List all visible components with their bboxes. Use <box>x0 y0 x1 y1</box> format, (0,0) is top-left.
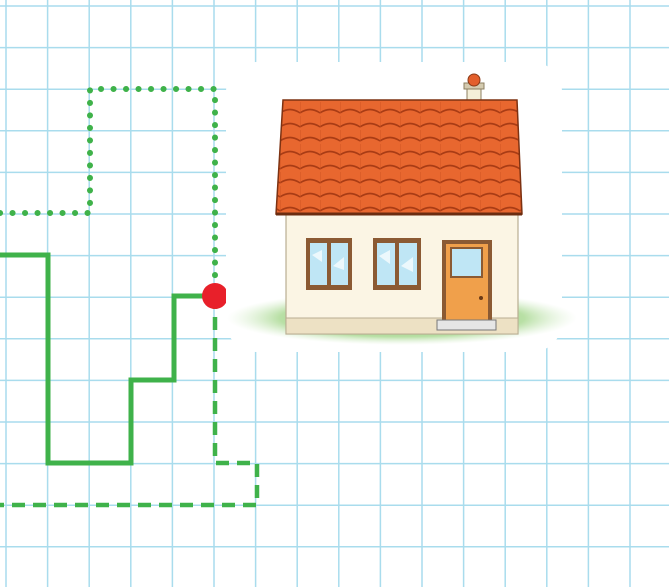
window-middle <box>373 238 421 290</box>
house-door <box>442 240 492 320</box>
doorstep <box>437 320 496 330</box>
solid-path <box>0 255 215 463</box>
house-illustration <box>226 62 577 352</box>
meeting-point-marker <box>202 283 228 309</box>
window-left <box>306 238 352 290</box>
dotted-path <box>0 89 215 296</box>
house-roof <box>276 100 522 214</box>
